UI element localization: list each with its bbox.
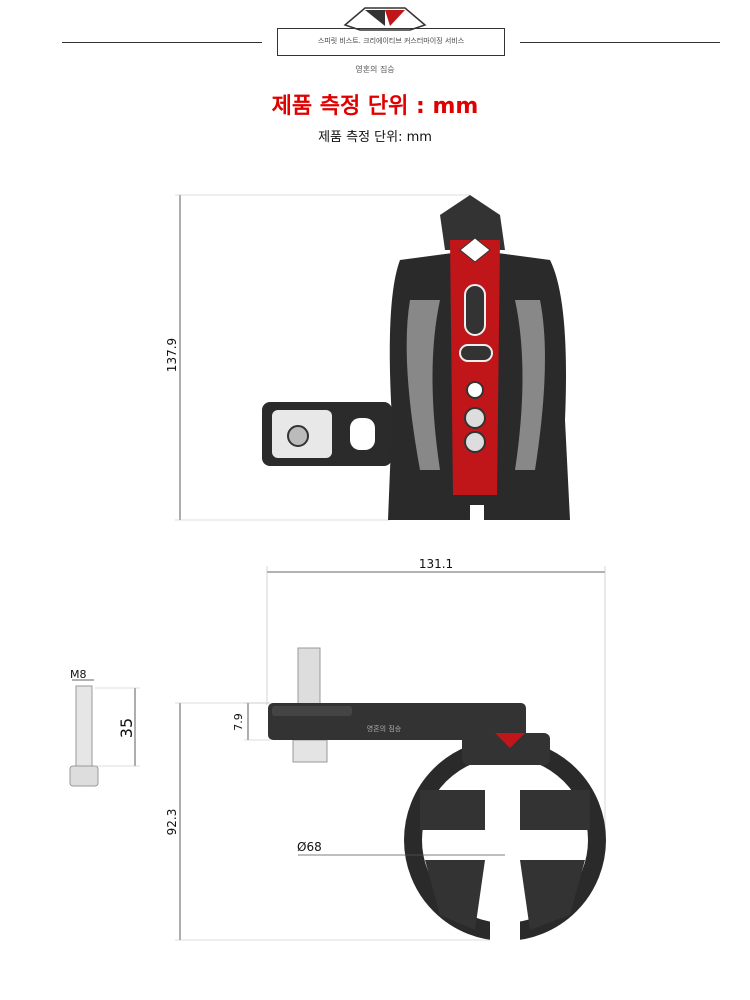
bolt-head xyxy=(69,765,99,787)
bolt-length-label: 35 xyxy=(117,718,136,738)
bolt: M8 35 xyxy=(69,668,140,787)
page-subtitle: 제품 측정 단위: mm xyxy=(318,130,432,145)
banner-bottom-line xyxy=(277,48,505,56)
side-width-label: 131.1 xyxy=(419,557,453,571)
side-view: 131.1 92.3 7.9 영혼의 짐승 Ø68 xyxy=(165,557,606,945)
arm-thickness-label: 7.9 xyxy=(232,713,245,731)
arm-engraving: 영혼의 짐승 xyxy=(367,724,402,733)
bolt-shaft xyxy=(75,685,93,769)
tagline: 스피릿 비스트. 크리에이티브 커스터마이징 서비스 xyxy=(317,37,465,45)
logo-icon xyxy=(343,7,427,31)
front-view: 137.9 xyxy=(165,194,570,525)
clamp-head xyxy=(462,733,550,765)
brand-name: 영혼의 짐승 xyxy=(355,65,395,74)
side-height-label: 92.3 xyxy=(165,809,179,836)
header-rule-right xyxy=(520,42,720,43)
header-rule-left xyxy=(62,42,262,43)
front-height-label: 137.9 xyxy=(165,338,179,372)
red-center-plate xyxy=(450,240,500,495)
tagline-banner: 스피릿 비스트. 크리에이티브 커스터마이징 서비스 xyxy=(277,28,505,48)
bolt-thread-label: M8 xyxy=(70,668,87,681)
page-title: 제품 측정 단위 : mm xyxy=(271,94,479,119)
diameter-label: Ø68 xyxy=(297,840,322,854)
